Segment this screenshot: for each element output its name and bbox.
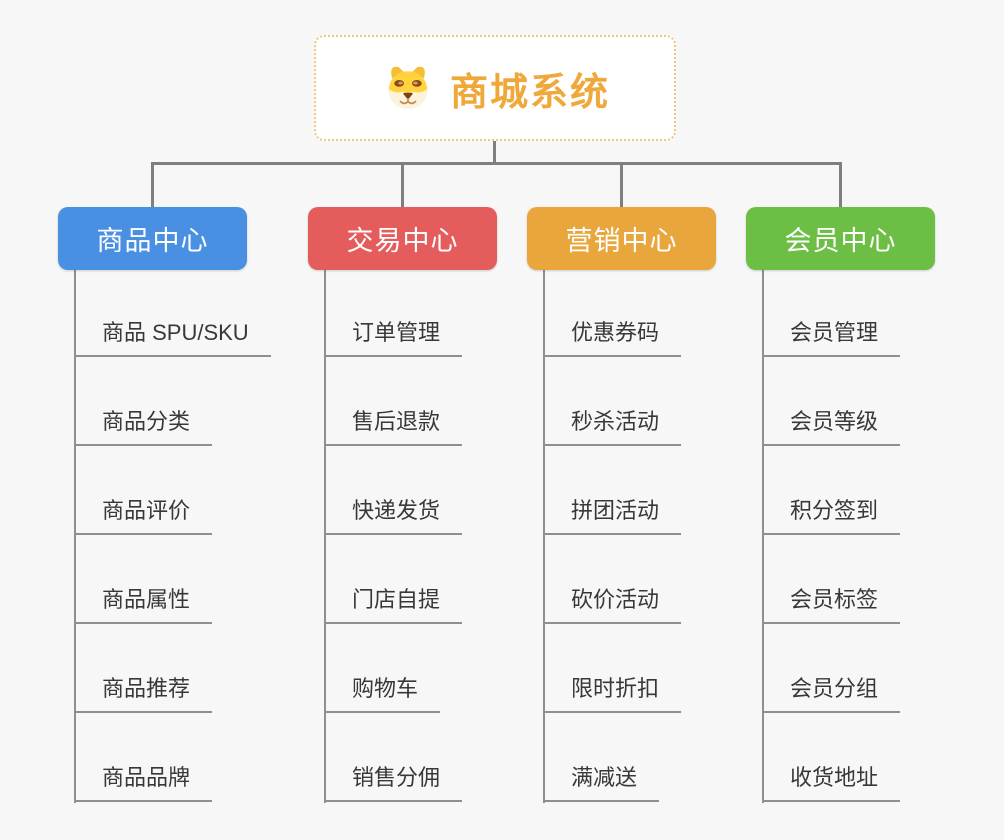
leaf-topic[interactable]: 砍价活动 bbox=[543, 586, 682, 624]
leaf-topic[interactable]: 商品推荐 bbox=[74, 675, 213, 713]
leaf-topic[interactable]: 积分签到 bbox=[762, 497, 901, 535]
leaf-topic[interactable]: 秒杀活动 bbox=[543, 408, 682, 446]
leaf-topic[interactable]: 会员管理 bbox=[762, 319, 901, 357]
branch-topic-label: 交易中心 bbox=[346, 226, 459, 256]
leaf-topic[interactable]: 会员分组 bbox=[762, 675, 901, 713]
branch-topic-label: 会员中心 bbox=[784, 226, 897, 256]
trunk-marketing bbox=[543, 268, 545, 803]
branch-topic-member[interactable]: 会员中心 bbox=[746, 207, 935, 270]
leaf-topic[interactable]: 快递发货 bbox=[324, 497, 463, 535]
branch-topic-trade[interactable]: 交易中心 bbox=[308, 207, 497, 270]
connector-drop-marketing bbox=[620, 162, 623, 209]
leaf-topic[interactable]: 门店自提 bbox=[324, 586, 463, 624]
branch-topic-goods[interactable]: 商品中心 bbox=[58, 207, 247, 270]
leaf-topic[interactable]: 商品品牌 bbox=[74, 764, 213, 802]
branch-topic-marketing[interactable]: 营销中心 bbox=[527, 207, 716, 270]
leaf-topic[interactable]: 订单管理 bbox=[324, 319, 463, 357]
branch-topic-label: 商品中心 bbox=[96, 226, 209, 256]
connector-drop-member bbox=[839, 162, 842, 209]
leaf-topic[interactable]: 优惠券码 bbox=[543, 319, 682, 357]
dog-face-icon bbox=[388, 66, 428, 109]
leaf-topic[interactable]: 销售分佣 bbox=[324, 764, 463, 802]
connector-drop-trade bbox=[401, 162, 404, 209]
leaf-topic[interactable]: 商品分类 bbox=[74, 408, 213, 446]
root-topic-title: 商城系统 bbox=[449, 71, 610, 114]
leaf-topic[interactable]: 会员标签 bbox=[762, 586, 901, 624]
leaf-topic[interactable]: 商品评价 bbox=[74, 497, 213, 535]
branch-topic-label: 营销中心 bbox=[565, 226, 678, 256]
leaf-topic[interactable]: 满减送 bbox=[543, 764, 660, 802]
leaf-topic[interactable]: 限时折扣 bbox=[543, 675, 682, 713]
leaf-topic[interactable]: 拼团活动 bbox=[543, 497, 682, 535]
leaf-topic[interactable]: 收货地址 bbox=[762, 764, 901, 802]
trunk-goods bbox=[74, 268, 76, 803]
root-topic[interactable]: 商城系统 bbox=[314, 35, 676, 141]
trunk-member bbox=[762, 268, 764, 803]
connector-horizontal-bar bbox=[151, 162, 842, 165]
leaf-topic[interactable]: 商品属性 bbox=[74, 586, 213, 624]
connector-drop-goods bbox=[151, 162, 154, 209]
leaf-topic[interactable]: 商品 SPU/SKU bbox=[74, 319, 271, 357]
leaf-topic[interactable]: 售后退款 bbox=[324, 408, 463, 446]
leaf-topic[interactable]: 购物车 bbox=[324, 675, 441, 713]
leaf-topic[interactable]: 会员等级 bbox=[762, 408, 901, 446]
connector-root-stub bbox=[493, 141, 496, 163]
trunk-trade bbox=[324, 268, 326, 803]
